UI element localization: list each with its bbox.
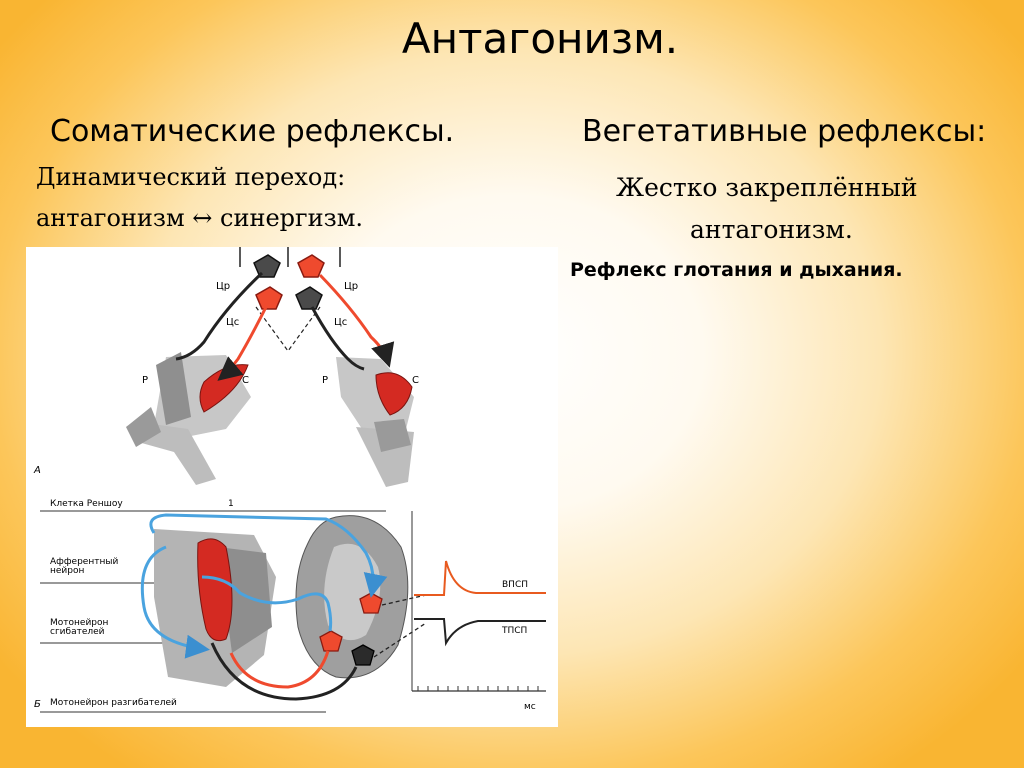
- right-cs-label: Цс: [334, 317, 347, 328]
- rigid-antagonism-line2: антагонизм.: [690, 215, 853, 244]
- ipsp-label: ТПСП: [501, 626, 527, 636]
- right-cr-label: Цр: [344, 281, 358, 292]
- ms-label: мс: [524, 702, 536, 712]
- epsp-label: ВПСП: [502, 580, 528, 590]
- vegetative-heading: Вегетативные рефлексы:: [582, 114, 986, 149]
- renshaw-label: Клетка Реншоу: [50, 499, 123, 509]
- panel-a-label: А: [33, 465, 41, 476]
- dynamic-transition-line2: антагонизм ↔ синергизм.: [36, 204, 363, 232]
- diagram-background: [26, 247, 558, 727]
- marker-1: 1: [228, 499, 234, 509]
- left-cr-label: Цр: [216, 281, 230, 292]
- somatic-heading: Соматические рефлексы.: [50, 114, 454, 149]
- slide-title: Антагонизм.: [0, 14, 1024, 63]
- panel-b-label: Б: [34, 699, 41, 710]
- left-p-label: Р: [142, 375, 148, 386]
- reflex-note: Рефлекс глотания и дыхания.: [570, 259, 903, 281]
- left-c-label: С: [242, 375, 249, 386]
- flexor-label-line2: сгибателей: [50, 627, 105, 637]
- dynamic-transition-line1: Динамический переход:: [36, 163, 345, 191]
- rigid-antagonism-line1: Жестко закреплённый: [616, 173, 918, 202]
- afferent-label-line2: нейрон: [50, 566, 84, 576]
- left-cs-label: Цс: [226, 317, 239, 328]
- right-p-label: Р: [322, 375, 328, 386]
- reflex-diagram: Цр Цс Цр Цс Р С Р С А Клетка Реншоу 1 Аф…: [26, 247, 558, 727]
- extensor-label: Мотонейрон разгибателей: [50, 698, 177, 708]
- right-c-label: С: [412, 375, 419, 386]
